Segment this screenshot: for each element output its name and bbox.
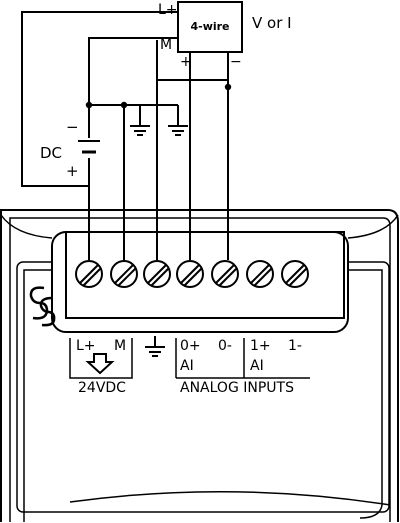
ground-symbol-2 bbox=[168, 125, 188, 136]
dc-supply-minus: − bbox=[66, 118, 79, 136]
terminal-label-1plus: 1+ bbox=[250, 338, 271, 354]
power-arrow-icon bbox=[85, 353, 115, 375]
dc-supply-plus: + bbox=[66, 162, 79, 180]
transmitter-pin-m: M bbox=[160, 37, 172, 53]
dc-supply-label: DC bbox=[40, 144, 62, 162]
power-group-label: 24VDC bbox=[78, 380, 126, 396]
junction-dots bbox=[85, 83, 232, 109]
transmitter: 4-wire bbox=[177, 1, 243, 53]
terminal-screws bbox=[75, 260, 309, 288]
terminal-label-1minus: 1- bbox=[288, 338, 302, 354]
transmitter-pin-minus: − bbox=[230, 54, 242, 70]
module-body bbox=[0, 209, 399, 522]
terminal-screw-4 bbox=[176, 260, 204, 288]
terminal-ground-icon bbox=[145, 336, 165, 357]
ai-label-0: AI bbox=[180, 358, 194, 374]
transmitter-label: 4-wire bbox=[190, 20, 229, 33]
transmitter-pin-plus: + bbox=[180, 54, 192, 70]
ground-symbol-1 bbox=[130, 125, 150, 136]
terminal-screw-1 bbox=[75, 260, 103, 288]
transmitter-pin-lplus: L+ bbox=[158, 2, 178, 18]
terminal-label-0minus: 0- bbox=[218, 338, 232, 354]
terminal-label-0plus: 0+ bbox=[180, 338, 201, 354]
terminal-label-lplus: L+ bbox=[76, 338, 96, 354]
terminal-labels: L+ M 0+ 0- 1+ 1- AI AI bbox=[69, 336, 310, 379]
terminal-label-m: M bbox=[114, 338, 126, 354]
terminal-screw-2 bbox=[110, 260, 138, 288]
terminal-screw-3 bbox=[143, 260, 171, 288]
terminal-screw-5 bbox=[211, 260, 239, 288]
ai-label-1: AI bbox=[250, 358, 264, 374]
terminal-screw-7 bbox=[281, 260, 309, 288]
analog-inputs-label: ANALOG INPUTS bbox=[180, 380, 294, 396]
wiring bbox=[21, 11, 229, 260]
transmitter-signal-label: V or I bbox=[252, 14, 292, 32]
terminal-screw-6 bbox=[246, 260, 274, 288]
siemens-logo bbox=[29, 286, 56, 327]
